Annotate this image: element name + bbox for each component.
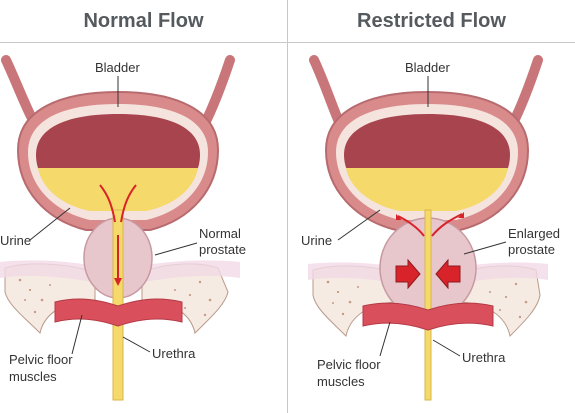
panel-normal-flow: Normal Flow xyxy=(0,0,287,413)
header-divider xyxy=(288,42,575,43)
panel-restricted-flow: Restricted Flow xyxy=(288,0,575,413)
label-pelvic-floor-line1: Pelvic floor xyxy=(9,352,73,367)
label-prostate-line1: Enlarged xyxy=(508,226,561,241)
label-prostate-line1: Normal xyxy=(199,226,241,241)
normal-flow-illustration xyxy=(0,55,240,401)
label-pelvic-floor-line2: muscles xyxy=(317,374,365,389)
label-urethra: Urethra xyxy=(462,350,506,365)
label-prostate-line2: prostate xyxy=(199,242,246,257)
label-urine: Urine xyxy=(301,233,333,248)
label-bladder: Bladder xyxy=(95,60,140,75)
label-prostate-line2: prostate xyxy=(508,242,555,257)
label-urethra: Urethra xyxy=(152,346,196,361)
panel-title: Restricted Flow xyxy=(357,9,506,32)
panel-title: Normal Flow xyxy=(83,9,204,32)
label-pelvic-floor-line1: Pelvic floor xyxy=(317,357,381,372)
label-urine: Urine xyxy=(0,233,32,248)
panel-divider xyxy=(287,0,288,413)
restricted-flow-illustration xyxy=(308,55,548,401)
header-divider xyxy=(0,42,287,43)
label-bladder: Bladder xyxy=(405,60,450,75)
label-pelvic-floor-line2: muscles xyxy=(9,369,57,384)
